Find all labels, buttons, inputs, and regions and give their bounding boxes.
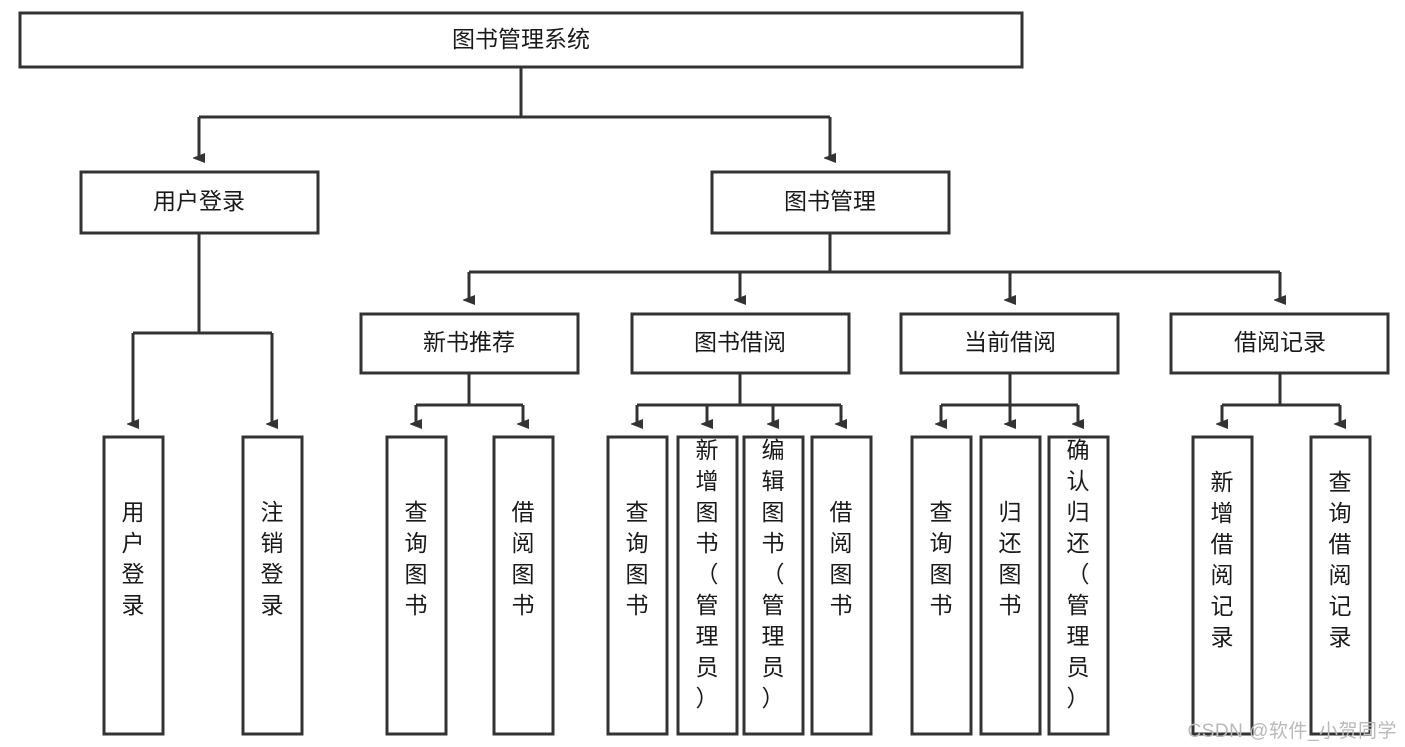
node-book-borrow[interactable]: 图书借阅 xyxy=(630,312,851,375)
leaf-node[interactable]: 新增图书（管理员） xyxy=(676,435,739,736)
node-new-book-recommend[interactable]: 新书推荐 xyxy=(359,312,580,375)
leaf-label: 归还图书 xyxy=(999,499,1022,618)
leaf-node[interactable]: 注销登录 xyxy=(241,435,304,736)
node-borrow-record-label: 借阅记录 xyxy=(1234,329,1326,355)
node-book-borrow-label: 图书借阅 xyxy=(694,329,786,355)
connector-userlogin-to-leaves xyxy=(133,233,272,424)
node-root[interactable]: 图书管理系统 xyxy=(18,11,1024,69)
leaf-label: 注销登录 xyxy=(261,499,284,618)
node-root-label: 图书管理系统 xyxy=(452,26,590,52)
leaf-label: 确认归还（管理员） xyxy=(1067,437,1090,711)
connector-bookborrow-to-leaves xyxy=(637,373,841,424)
connector-newbook-to-leaves xyxy=(416,373,523,424)
leaf-node[interactable]: 归还图书 xyxy=(979,435,1042,736)
node-new-book-recommend-label: 新书推荐 xyxy=(423,329,515,355)
node-user-login[interactable]: 用户登录 xyxy=(79,170,320,235)
leaf-node[interactable]: 确认归还（管理员） xyxy=(1047,435,1110,736)
node-user-login-label: 用户登录 xyxy=(153,188,245,214)
node-current-borrow-label: 当前借阅 xyxy=(964,329,1056,355)
leaf-node[interactable]: 借阅图书 xyxy=(492,435,555,736)
leaf-node[interactable]: 查询图书 xyxy=(606,435,669,736)
leaf-label: 查询图书 xyxy=(626,499,649,618)
leaf-node[interactable]: 借阅图书 xyxy=(810,435,873,736)
node-book-management[interactable]: 图书管理 xyxy=(710,170,951,235)
node-borrow-record[interactable]: 借阅记录 xyxy=(1169,312,1390,375)
leaf-node[interactable]: 查询图书 xyxy=(385,435,448,736)
leaf-label: 新增图书（管理员） xyxy=(696,437,719,711)
leaf-label: 借阅图书 xyxy=(830,499,853,618)
connector-bookmgmt-to-level3 xyxy=(469,233,1280,300)
connector-root-to-level2 xyxy=(199,67,830,158)
node-current-borrow[interactable]: 当前借阅 xyxy=(899,312,1120,375)
leaf-label: 用户登录 xyxy=(122,499,145,618)
leaf-node[interactable]: 查询借阅记录 xyxy=(1309,435,1372,736)
node-book-management-label: 图书管理 xyxy=(784,188,876,214)
connector-currentborrow-to-leaves xyxy=(941,373,1078,424)
leaf-node[interactable]: 用户登录 xyxy=(102,435,165,736)
connector-borrowrecord-to-leaves xyxy=(1222,373,1340,424)
leaf-node[interactable]: 查询图书 xyxy=(910,435,973,736)
leaf-label: 借阅图书 xyxy=(512,499,535,618)
leaf-node[interactable]: 编辑图书（管理员） xyxy=(742,435,805,736)
csdn-watermark: CSDN @软件_小贺同学 xyxy=(1187,721,1397,742)
leaf-label: 新增借阅记录 xyxy=(1211,469,1234,650)
leaf-label: 查询借阅记录 xyxy=(1329,469,1352,650)
leaf-node[interactable]: 新增借阅记录 xyxy=(1191,435,1254,736)
leaf-label: 编辑图书（管理员） xyxy=(762,437,785,711)
leaf-label: 查询图书 xyxy=(405,499,428,618)
leaf-label: 查询图书 xyxy=(930,499,953,618)
